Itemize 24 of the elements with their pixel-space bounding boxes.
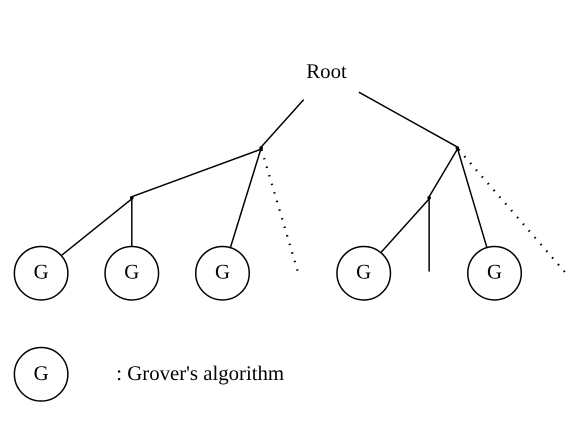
node-label: : Grover's algorithm <box>116 360 284 384</box>
connector <box>260 148 299 272</box>
connector <box>358 91 458 148</box>
connector <box>132 148 262 197</box>
connector <box>428 198 430 272</box>
connector <box>428 148 458 196</box>
node-circle: G <box>467 245 522 300</box>
node-point <box>259 146 263 150</box>
connector <box>61 198 132 256</box>
node-text: Root <box>306 58 347 83</box>
connector <box>380 198 430 252</box>
node-circle: G <box>336 245 392 300</box>
node-point <box>456 146 460 150</box>
node-circle: G <box>194 245 250 300</box>
connector <box>457 148 488 247</box>
connector <box>230 148 262 247</box>
node-point <box>427 196 431 200</box>
node-circle: G <box>14 245 69 300</box>
node-point <box>130 196 134 200</box>
node-circle: G <box>14 346 69 402</box>
connector <box>260 98 304 147</box>
connector <box>131 198 133 246</box>
node-circle: G <box>104 245 160 300</box>
connector <box>458 148 566 272</box>
